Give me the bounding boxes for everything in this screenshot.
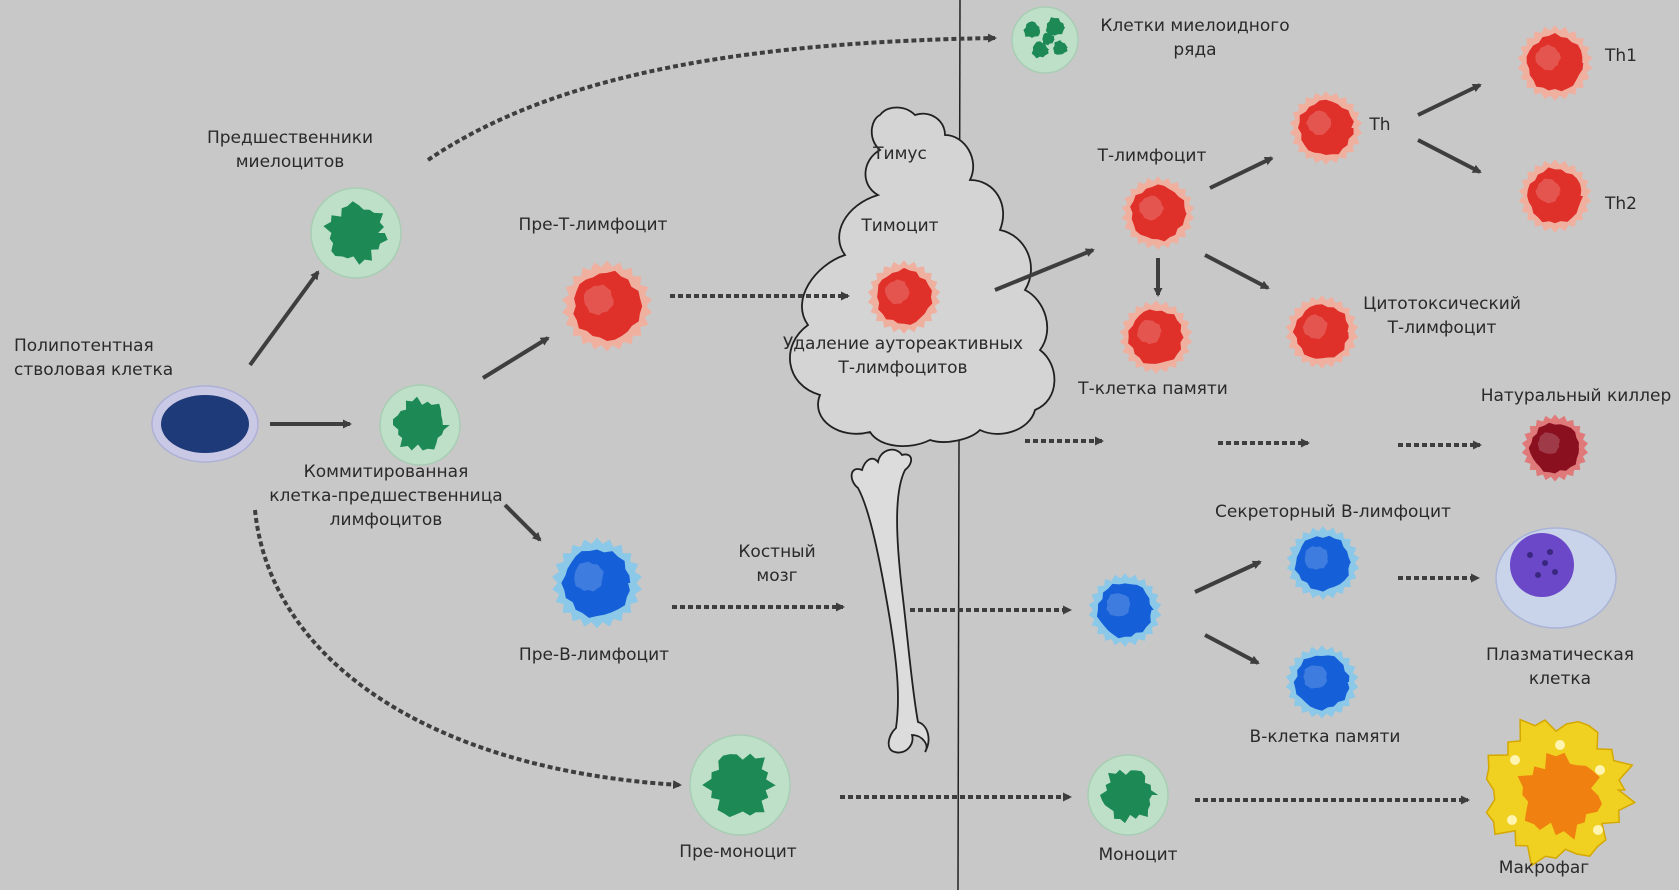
bone-shape — [850, 448, 930, 754]
label-line: ряда — [1173, 40, 1217, 60]
arrow-t-to-cytotoxic — [1204, 253, 1270, 290]
cells-group — [151, 6, 1637, 867]
label-line: Предшественники — [206, 128, 374, 148]
arrow-stem-to-myelocyte-precursor — [248, 270, 320, 367]
label-myelocyte-precursors: Предшественники миелоцитов — [207, 126, 373, 174]
label-line: стволовая клетка — [14, 360, 174, 380]
label-line: Коммитированная — [303, 462, 469, 482]
label-line: Удаление аутореактивных — [782, 334, 1024, 354]
label-cytotoxic: Цитотоксический Т-лимфоцит — [1363, 292, 1521, 340]
label-plasma-cell: Плазматическая клетка — [1486, 643, 1634, 691]
t-lymphocyte-cell — [1121, 176, 1195, 250]
arrow-thymus-to-t-lymphocyte — [994, 248, 1095, 292]
pre-monocyte-cell — [689, 734, 791, 836]
label-myeloid-cells: Клетки миелоидного ряда — [1100, 14, 1289, 62]
arrow-th-to-th2 — [1417, 138, 1482, 174]
label-line: клетка — [1528, 669, 1592, 689]
arrow-committed-to-pre-t — [481, 336, 550, 380]
label-t-lymphocyte: Т-лимфоцит — [1097, 146, 1207, 166]
arrow-b-to-memory — [1204, 633, 1260, 665]
label-line: клетка-предшественница — [269, 486, 503, 506]
label-stem-cell: Полипотентная стволовая клетка — [14, 334, 173, 382]
label-secretory-b: Секреторный В-лимфоцит — [1215, 502, 1451, 522]
stem-cell — [151, 385, 259, 463]
thymocyte-cell — [867, 260, 941, 334]
myelocyte-precursor-cell — [310, 187, 402, 279]
label-t-memory: Т-клетка памяти — [1078, 379, 1228, 399]
label-committed: Коммитированная клетка-предшественница л… — [269, 460, 502, 532]
label-thymus: Тимус — [873, 144, 927, 164]
label-line: Цитотоксический — [1363, 294, 1521, 314]
th2-cell — [1518, 159, 1592, 233]
label-line: Костный — [738, 542, 816, 562]
secretory-b-cell — [1286, 526, 1360, 600]
label-th: Th — [1369, 115, 1391, 135]
label-pre-t: Пре-Т-лимфоцит — [518, 215, 668, 235]
label-monocyte: Моноцит — [1098, 845, 1178, 865]
label-line: Клетки миелоидного — [1100, 16, 1290, 36]
label-line: миелоцитов — [235, 152, 345, 172]
macrophage-cell — [1485, 718, 1637, 867]
arrow-committed-to-pre-b — [503, 503, 542, 542]
cytotoxic-t-cell — [1285, 295, 1359, 369]
arrow-stem-to-myeloid — [426, 33, 997, 162]
b-lymphocyte-cell — [1088, 573, 1162, 647]
committed-lymphoid-cell — [379, 384, 461, 466]
label-pre-monocyte: Пре-моноцит — [679, 842, 797, 862]
arrow-th-to-th1 — [1417, 83, 1482, 117]
label-b-memory: В-клетка памяти — [1249, 727, 1401, 747]
nk-cell — [1521, 414, 1589, 482]
label-deletion: Удаление аутореактивных Т-лимфоцитов — [783, 332, 1023, 380]
th1-cell — [1517, 25, 1593, 101]
arrow-b-to-secretory — [1194, 560, 1262, 594]
label-line: Т-лимфоцит — [1387, 318, 1497, 338]
arrow-stem-to-pre-monocyte — [253, 509, 682, 790]
label-macrophage: Макрофаг — [1498, 858, 1590, 878]
label-line: лимфоцитов — [329, 510, 443, 530]
plasma-cell — [1495, 527, 1617, 629]
label-line: Полипотентная — [14, 336, 154, 356]
label-nk: Натуральный киллер — [1480, 386, 1672, 406]
label-line: Плазматическая — [1485, 645, 1635, 665]
divider-line — [957, 0, 961, 890]
label-th2: Th2 — [1605, 194, 1637, 214]
arrows-group — [248, 33, 1482, 805]
b-memory-cell — [1285, 645, 1359, 719]
myeloid-cell — [1011, 6, 1079, 74]
pre-b-cell — [552, 537, 642, 629]
th-cell — [1289, 91, 1363, 165]
monocyte-cell — [1087, 754, 1169, 836]
label-bone-marrow: Костный мозг — [738, 540, 815, 588]
arrow-t-to-th — [1209, 156, 1274, 190]
t-memory-cell — [1119, 300, 1193, 374]
pre-t-cell — [562, 260, 652, 352]
label-pre-b: Пре-В-лимфоцит — [518, 645, 670, 665]
label-line: мозг — [756, 566, 798, 586]
label-line: Т-лимфоцитов — [838, 358, 968, 378]
label-th1: Th1 — [1605, 46, 1637, 66]
label-thymocyte: Тимоцит — [861, 216, 939, 236]
